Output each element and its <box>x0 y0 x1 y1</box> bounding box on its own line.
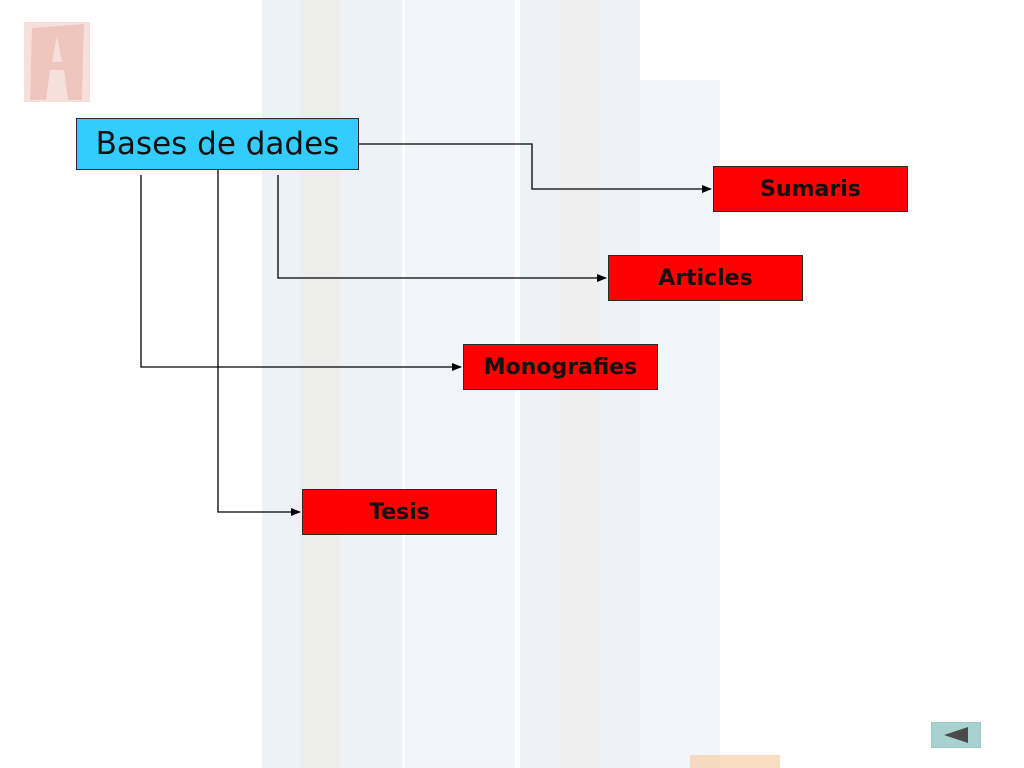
node-articles: Articles <box>608 255 803 301</box>
node-articles-label: Articles <box>658 265 753 291</box>
letter-a-logo <box>24 22 90 102</box>
edge-articles <box>277 175 607 282</box>
back-button[interactable] <box>931 722 981 748</box>
edge-monografies <box>140 175 462 371</box>
edge-sumaris <box>359 143 712 193</box>
node-monografies-label: Monografies <box>483 354 638 380</box>
node-monografies: Monografies <box>463 344 658 390</box>
root-node-label: Bases de dades <box>95 126 340 162</box>
node-tesis-label: Tesis <box>369 499 430 525</box>
triangle-left-icon <box>944 727 968 743</box>
node-tesis: Tesis <box>302 489 497 535</box>
node-sumaris: Sumaris <box>713 166 908 212</box>
root-node: Bases de dades <box>76 118 359 170</box>
edge-tesis <box>217 170 301 516</box>
node-sumaris-label: Sumaris <box>760 176 861 202</box>
